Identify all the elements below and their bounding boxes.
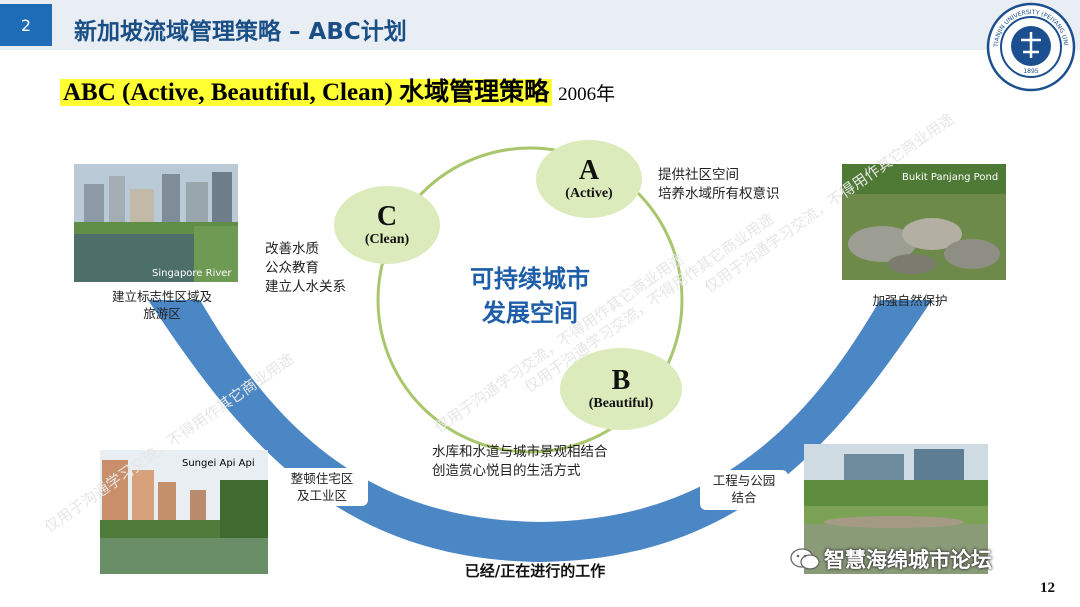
center-text: 可持续城市 发展空间 — [440, 262, 620, 330]
note-b-line: 创造赏心悦目的生活方式 — [432, 463, 581, 479]
bubble-c-word: (Clean) — [364, 232, 410, 247]
bubble-c: C (Clean) — [334, 186, 440, 264]
caption-singapore-river: 建立标志性区域及 旅游区 — [92, 288, 232, 322]
note-a: 提供社区空间 培养水域所有权意识 — [658, 166, 780, 204]
note-c: 改善水质 公众教育 建立人水关系 — [265, 240, 346, 297]
subtitle-highlight: ABC (Active, Beautiful, Clean) 水域管理策略 — [60, 79, 553, 106]
slide-title: 新加坡流域管理策略 – ABC计划 — [74, 19, 407, 45]
brand: 智慧海绵城市论坛 — [790, 544, 992, 574]
note-b: 水库和水道与城市景观相结合 创造赏心悦目的生活方式 — [432, 443, 608, 481]
caption-sungei-api-api: 整顿住宅区 及工业区 — [276, 470, 368, 504]
bubble-a-letter: A — [578, 155, 600, 186]
caption-line: 结合 — [731, 490, 757, 505]
caption-line: 整顿住宅区 — [290, 471, 354, 486]
bubble-b-word: (Beautiful) — [588, 396, 654, 411]
subtitle-year: 2006年 — [558, 84, 616, 105]
logo-year: 1895 — [1023, 68, 1038, 75]
caption-line: 加强自然保护 — [872, 293, 948, 308]
wechat-icon — [790, 548, 820, 570]
note-c-line: 公众教育 — [265, 260, 319, 276]
photo-bukit-panjang: Bukit Panjang Pond — [842, 164, 1006, 280]
photo-singapore-river: Singapore River — [74, 164, 238, 282]
caption-line: 建立标志性区域及 — [111, 289, 212, 304]
brand-text: 智慧海绵城市论坛 — [824, 548, 992, 572]
caption-line: 及工业区 — [296, 488, 347, 503]
caption-park: 工程与公园 结合 — [700, 472, 788, 506]
bubble-a-word: (Active) — [565, 186, 613, 201]
bubble-a: A (Active) — [536, 140, 642, 218]
slide-number: 2 — [0, 4, 52, 46]
photo-label-sungei-api-api: Sungei Api Api — [182, 458, 255, 469]
photo-park — [804, 444, 988, 574]
photo-label-singapore-river: Singapore River — [152, 268, 232, 279]
tianjin-university-seal-icon: TIANJIN UNIVERSITY (PEIYANG UNIVERSITY) … — [986, 2, 1076, 92]
center-line-1: 可持续城市 — [470, 265, 590, 293]
arc-label: 已经/正在进行的工作 — [464, 562, 606, 580]
caption-box-park — [700, 470, 788, 510]
caption-line: 工程与公园 — [712, 473, 776, 488]
note-b-line: 水库和水道与城市景观相结合 — [432, 444, 608, 460]
center-line-2: 发展空间 — [482, 299, 578, 327]
photo-label-bukit-panjang: Bukit Panjang Pond — [902, 172, 998, 183]
photo-sungei-api-api: Sungei Api Api — [100, 450, 268, 574]
caption-bukit-panjang: 加强自然保护 — [850, 292, 970, 309]
note-a-line: 提供社区空间 — [658, 167, 739, 183]
note-c-line: 建立人水关系 — [265, 279, 346, 295]
bubble-c-letter: C — [376, 201, 398, 232]
caption-line: 旅游区 — [143, 306, 181, 321]
header-bar — [0, 0, 1080, 50]
bubble-b-letter: B — [611, 365, 631, 396]
bubble-b: B (Beautiful) — [560, 348, 682, 430]
page-number: 12 — [1040, 580, 1055, 596]
caption-box-sungei — [276, 468, 368, 506]
note-c-line: 改善水质 — [265, 241, 319, 257]
note-a-line: 培养水域所有权意识 — [658, 186, 780, 202]
